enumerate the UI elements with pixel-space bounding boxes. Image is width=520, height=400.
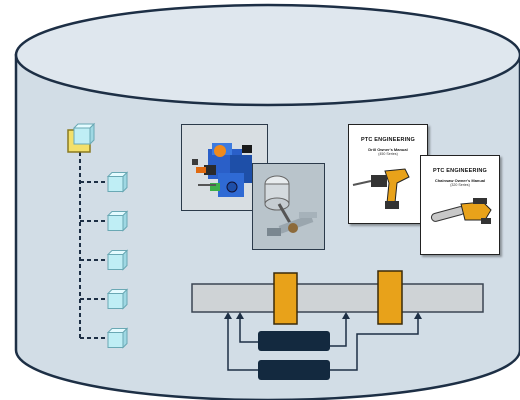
cube-icon <box>106 288 129 310</box>
connector-right <box>377 270 403 325</box>
manual-company: PTC ENGINEERING <box>360 137 416 143</box>
cube-icon <box>106 210 129 232</box>
drill-manual-cover: PTC ENGINEERING Drill Owner's Manual (45… <box>348 124 428 224</box>
component-block-top <box>258 331 330 351</box>
bus-diagram <box>191 270 484 380</box>
cube-icon <box>106 249 129 271</box>
manual-subtitle: (450 Series) <box>378 152 398 156</box>
piston-model-icon <box>253 164 324 249</box>
chainsaw-icon <box>430 198 492 224</box>
manual-subtitle: (320 Series) <box>450 183 470 187</box>
connector-left <box>273 272 298 325</box>
piston-assembly-thumbnail <box>252 163 325 250</box>
component-block-bottom <box>258 360 330 380</box>
cube-icon <box>106 327 129 349</box>
manual-company: PTC ENGINEERING <box>432 168 488 174</box>
manual-title: Drill Owner's Manual <box>368 147 408 152</box>
manual-title: Chainsaw Owner's Manual <box>434 178 486 183</box>
folder-cube-icon <box>67 122 96 153</box>
drill-icon <box>352 168 410 209</box>
chainsaw-manual-cover: PTC ENGINEERING Chainsaw Owner's Manual … <box>420 155 500 255</box>
bus-bar <box>191 283 484 313</box>
cube-icon <box>106 171 129 193</box>
database-cylinder-top <box>14 3 520 107</box>
assembly-tree <box>67 122 129 349</box>
